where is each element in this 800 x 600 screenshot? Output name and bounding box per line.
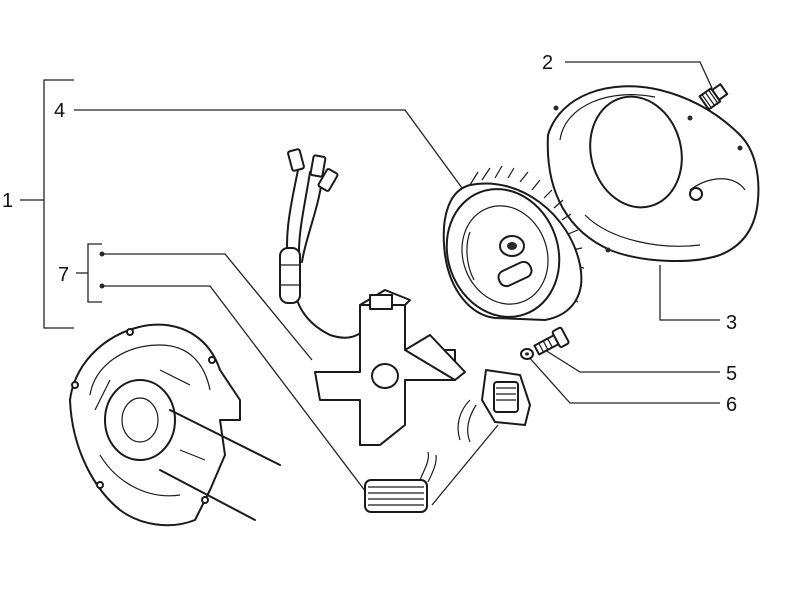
leader-5	[544, 349, 720, 373]
flywheel-cover-part	[546, 85, 760, 262]
leader-coil-link	[431, 424, 499, 506]
callout-7: 7	[58, 264, 69, 286]
leader-7a	[102, 253, 313, 361]
callout-3: 3	[726, 312, 737, 334]
callout-labels: 1 2 3 4 5 6 7	[2, 52, 737, 416]
leader-lines	[20, 61, 720, 506]
callout-6: 6	[726, 394, 737, 416]
leader-6	[526, 354, 720, 404]
engine-casing-part	[69, 323, 281, 527]
callout-5: 5	[726, 363, 737, 385]
leader-2	[565, 61, 713, 89]
callout-2: 2	[542, 52, 553, 74]
bracket-1	[43, 79, 74, 329]
leader-7b	[102, 285, 373, 501]
bolt-part	[533, 326, 570, 356]
callout-1: 1	[2, 190, 13, 212]
ignition-coil-part	[364, 451, 437, 513]
coil-part	[457, 369, 531, 443]
callout-4: 4	[54, 100, 65, 122]
washer-part	[520, 348, 534, 360]
screw-part	[698, 83, 729, 111]
flywheel-part	[442, 165, 585, 321]
leader-3	[659, 265, 720, 321]
stator-part	[279, 148, 466, 446]
leader-4	[74, 109, 463, 189]
